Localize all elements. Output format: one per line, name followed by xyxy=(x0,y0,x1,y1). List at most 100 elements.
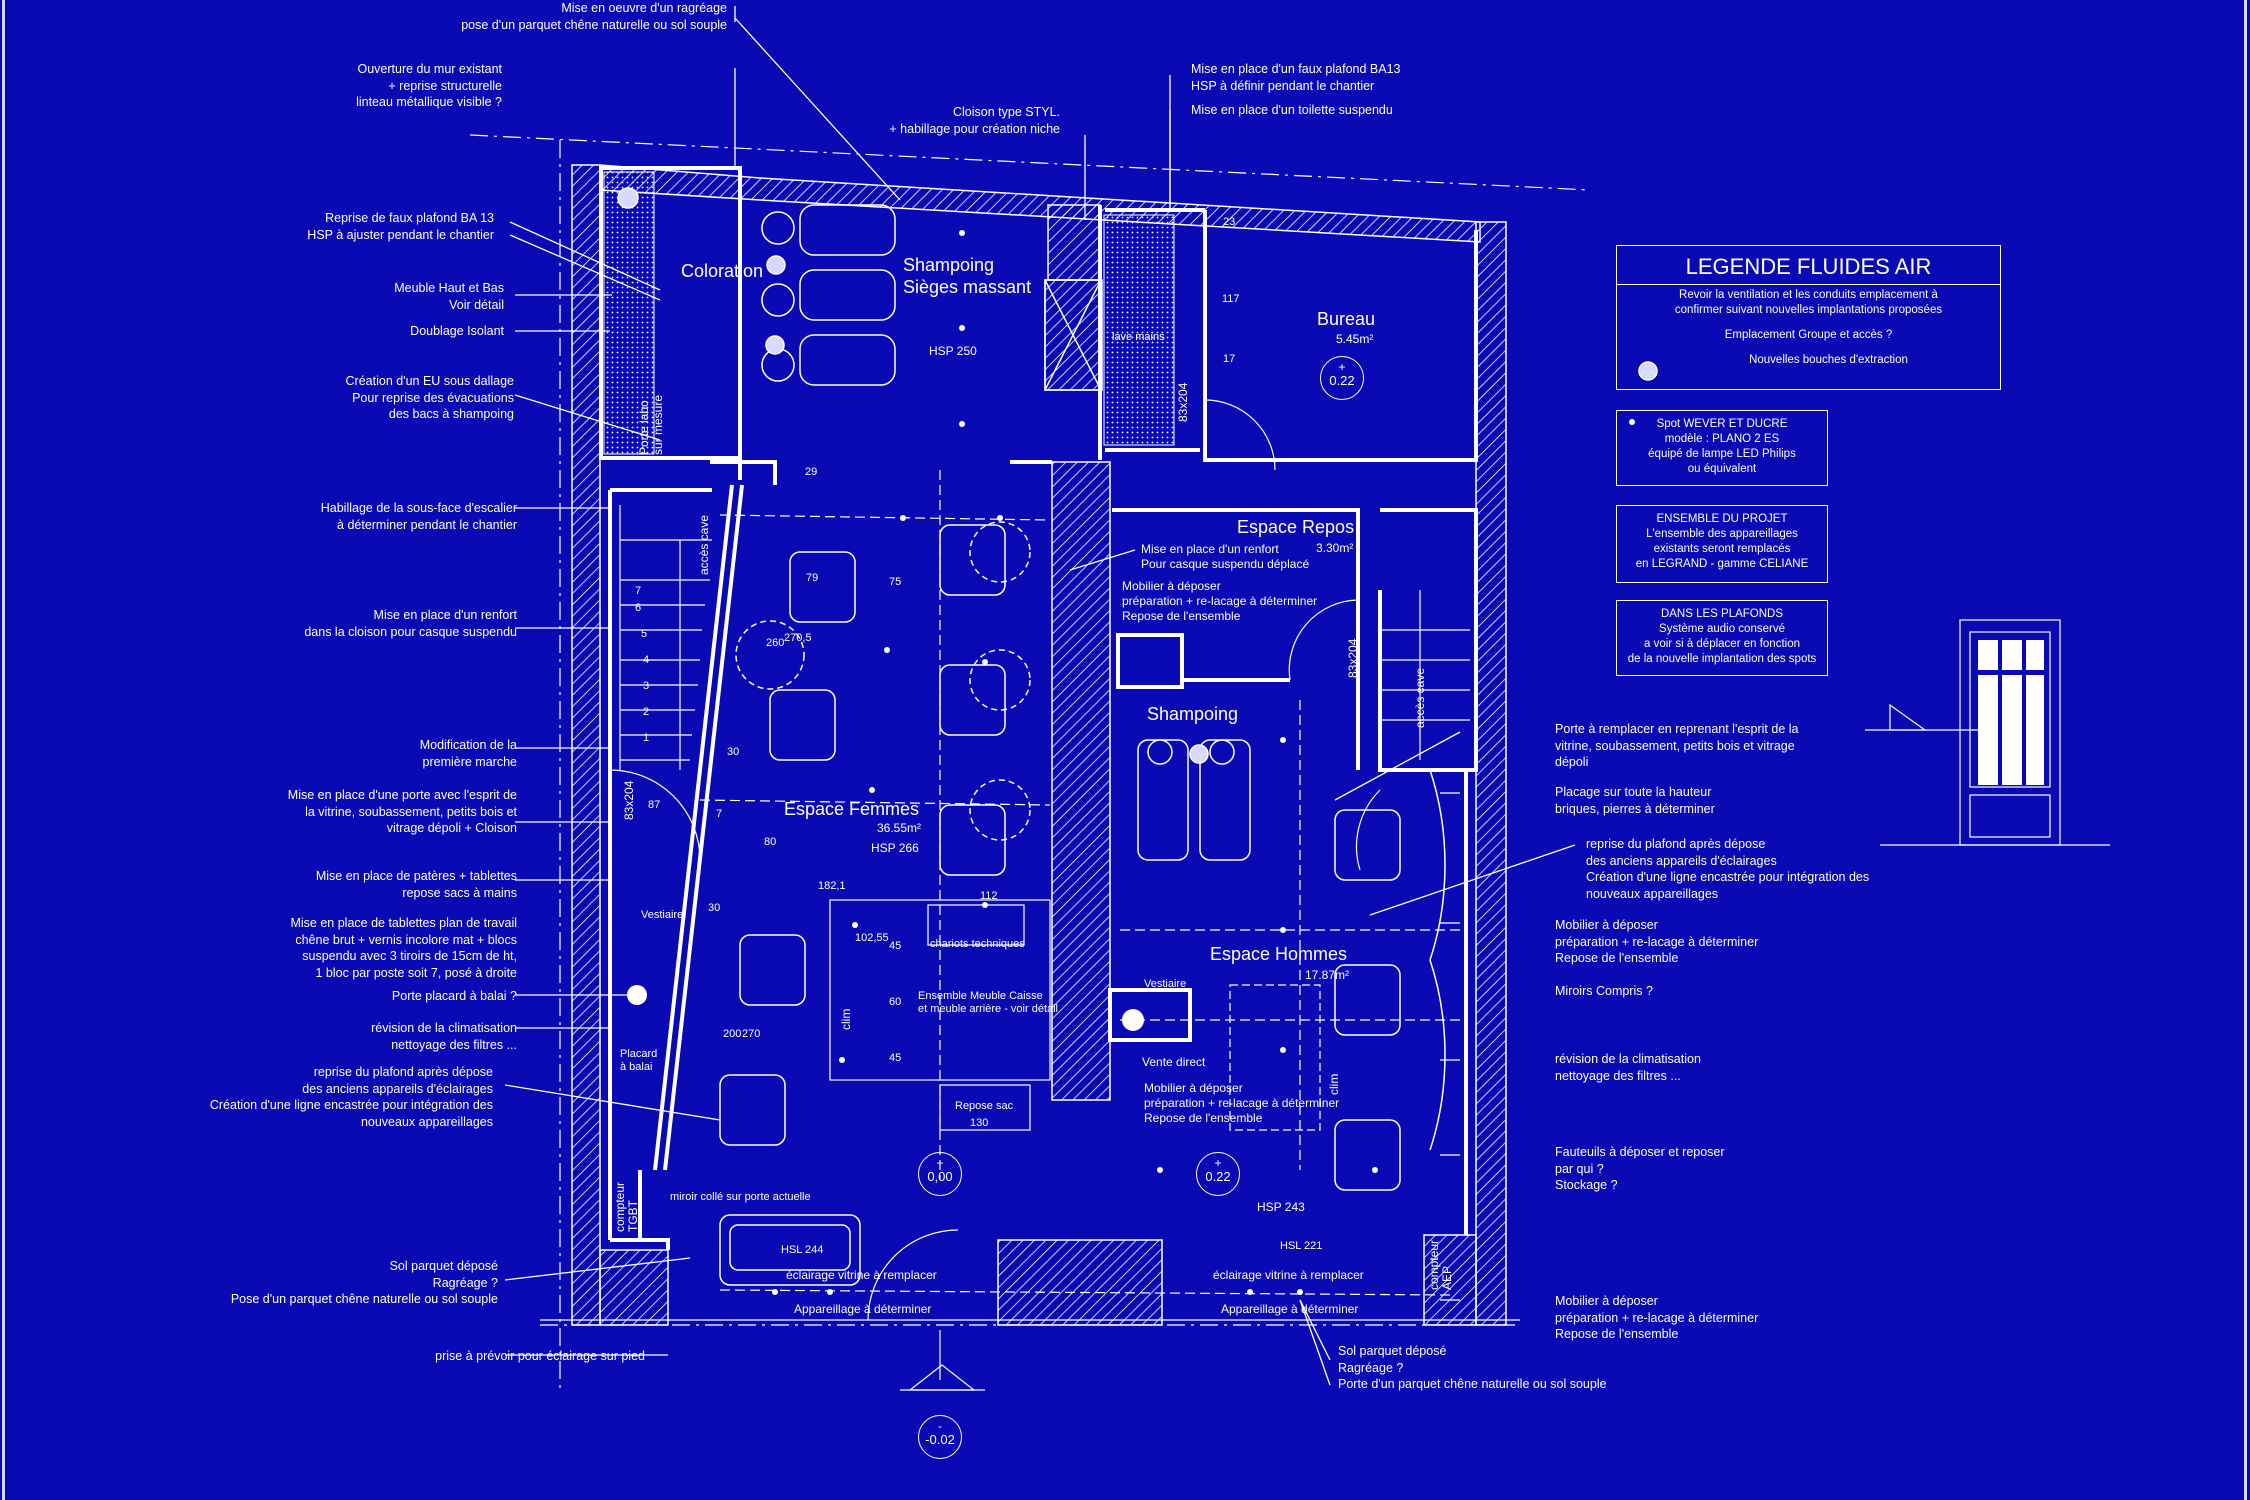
spot-marker xyxy=(1629,419,1635,425)
room-shampoing-sieges: Shampoing Sièges massant xyxy=(903,255,1032,297)
furniture xyxy=(719,204,1446,1286)
stair-step-5: 5 xyxy=(641,628,648,640)
level-bubble-hommes: +0.22 xyxy=(1196,1152,1240,1196)
annotation-toilette: Mise en place d'un toilette suspendu xyxy=(1191,103,1393,117)
label-compteur-tgbt: compteur TGBT xyxy=(613,1181,640,1232)
dimension-79: 79 xyxy=(806,572,819,584)
label-eclairage-gauche: éclairage vitrine à remplacer xyxy=(786,1268,937,1282)
annotation-mobilier: Mobilier à déposer préparation + re-laca… xyxy=(1555,918,1759,965)
interior-walls xyxy=(599,166,1478,1250)
room-espace-hommes: Espace Hommes xyxy=(1210,944,1348,964)
annotation-climatisation: révision de la climatisation nettoyage d… xyxy=(371,1021,517,1052)
annotation-eu: Création d'un EU sous dallage Pour repri… xyxy=(345,374,514,421)
level-bubble-bureau: +0.22 xyxy=(1320,356,1364,400)
annotation-prise: prise à prévoir pour éclairage sur pied xyxy=(435,1349,645,1363)
vestiaire-h-light xyxy=(1122,1009,1144,1031)
dimension-200: 200 xyxy=(723,1028,742,1040)
dimension-182-1: 182,1 xyxy=(818,880,846,892)
legend-line-groupe: Emplacement Groupe et accès ? xyxy=(1724,329,1893,341)
left-frame-line xyxy=(2,0,5,1500)
label-meuble-caisse: Ensemble Meuble Caisse et meuble arrière… xyxy=(918,990,1059,1015)
vestiaire-f-light xyxy=(627,985,647,1005)
annotation-faux-plafond-ba13: Mise en place d'un faux plafond BA13 HSP… xyxy=(1191,62,1401,93)
repos-area: 3.30m² xyxy=(1316,541,1354,555)
annotation-renfort: Mise en place d'un renfort dans la clois… xyxy=(304,608,517,639)
label-lave-mains: lave mains xyxy=(1112,331,1165,343)
stair-step-6: 6 xyxy=(635,602,642,614)
annotation-doublage: Doublage Isolant xyxy=(410,324,504,338)
label-clim-hommes: clim xyxy=(1327,1073,1341,1095)
annotation-porte-vitrine: Mise en place d'une porte avec l'esprit … xyxy=(287,788,517,835)
label-vestiaire-femmes: Vestiaire xyxy=(641,909,684,921)
dimension-7: 7 xyxy=(716,808,723,820)
legend-line-extraction: Nouvelles bouches d'extraction xyxy=(1749,354,1908,366)
annotation-cloison-styl: Cloison type STYL. + habillage pour créa… xyxy=(889,105,1060,136)
dimension-30-a: 30 xyxy=(727,746,740,758)
level-bubble-street: --0.02 xyxy=(918,1415,962,1459)
dimension-30-b: 30 xyxy=(708,902,721,914)
dimension-260: 260 xyxy=(766,637,785,649)
annotation-sol-parquet: Sol parquet déposé Ragréage ? Pose d'un … xyxy=(230,1259,498,1306)
room-espace-repos: Espace Repos xyxy=(1237,517,1355,537)
leader-lines xyxy=(504,6,1576,1386)
level-bubble-femmes: +0,00 xyxy=(918,1152,962,1196)
annotation-mobilier-2: Mobilier à déposer préparation + re-laca… xyxy=(1555,1294,1759,1341)
room-shampoing: Shampoing xyxy=(1147,704,1239,724)
label-hsp-266: HSP 266 xyxy=(871,841,919,855)
annotation-habillage: Habillage de la sous-face d'escalier à d… xyxy=(320,501,517,532)
annotation-marche: Modification de la première marche xyxy=(419,738,517,769)
dimension-130: 130 xyxy=(970,1117,989,1129)
repos-note-mobilier: Mobilier à déposer préparation + re-laca… xyxy=(1122,579,1318,623)
annotation-sol-parquet-droite: Sol parquet déposé Ragréage ? Porte d'un… xyxy=(1338,1344,1607,1391)
label-vente-direct: Vente direct xyxy=(1142,1055,1206,1069)
annotation-placage: Placage sur toute la hauteur briques, pi… xyxy=(1555,785,1715,816)
box-plafonds: DANS LES PLAFONDS Système audio conservé… xyxy=(1616,600,1828,676)
annotation-porte-remplacer: Porte à remplacer en reprenant l'esprit … xyxy=(1555,722,1799,769)
annotation-placard: Porte placard à balai ? xyxy=(391,989,517,1003)
label-porte-labo: Porte labo xyxy=(637,400,651,455)
dimension-87: 87 xyxy=(648,799,661,811)
label-appareillage-gauche: Appareillage à déterminer xyxy=(794,1302,932,1316)
legend-line-ventilation: Revoir la ventilation et les conduits em… xyxy=(1674,289,1943,316)
ensemble-projet-text: ENSEMBLE DU PROJET L'ensemble des appare… xyxy=(1635,513,1809,570)
room-espace-femmes: Espace Femmes xyxy=(784,799,920,819)
annotation-ragreage-top: Mise en oeuvre d'un ragréage pose d'un p… xyxy=(461,1,727,32)
label-repose-sac: Repose sac xyxy=(955,1100,1014,1112)
label-compteur-aep: compteur AEP xyxy=(1427,1239,1454,1290)
thin-lines xyxy=(469,134,2110,1391)
annotation-pateres: Mise en place de patères + tablettes rep… xyxy=(315,869,517,900)
dimension-60: 60 xyxy=(889,996,902,1008)
annotation-plafond: reprise du plafond après dépose des anci… xyxy=(209,1065,493,1129)
annotation-faux-plafond: Reprise de faux plafond BA 13 HSP à ajus… xyxy=(307,211,494,242)
label-hsp-250: HSP 250 xyxy=(929,344,977,358)
dimension-80: 80 xyxy=(764,836,777,848)
elevation-window xyxy=(1978,640,2044,785)
dimension-17: 17 xyxy=(1223,353,1236,365)
annotation-meuble: Meuble Haut et Bas Voir détail xyxy=(394,281,504,312)
stippled-areas xyxy=(603,171,1175,455)
stair-step-1: 1 xyxy=(643,732,650,744)
dimension-270-5: 270,5 xyxy=(784,632,812,644)
annotation-tablettes: Mise en place de tablettes plan de trava… xyxy=(290,916,517,980)
hommes-area: 17.87m² xyxy=(1305,968,1350,982)
label-vestiaire-hommes: Vestiaire xyxy=(1144,978,1187,990)
label-miroir: miroir collé sur porte actuelle xyxy=(670,1191,811,1203)
label-hsl-221: HSL 221 xyxy=(1280,1240,1323,1252)
annotation-fauteuils: Fauteuils à déposer et reposer par qui ?… xyxy=(1555,1145,1725,1192)
hommes-note-mobilier: Mobilier à déposer préparation + re-laca… xyxy=(1144,1081,1340,1125)
label-acces-cave-gauche: accès cave xyxy=(697,514,711,575)
legend-fluides-air: LEGENDE FLUIDES AIR Revoir la ventilatio… xyxy=(1616,245,2001,390)
level-femmes: 0,00 xyxy=(927,1169,953,1184)
label-appareillage-droite: Appareillage à déterminer xyxy=(1221,1302,1359,1316)
bureau-area: 5.45m² xyxy=(1336,332,1374,346)
dimension-23: 23 xyxy=(1223,216,1236,228)
stair-step-2: 2 xyxy=(643,706,650,718)
spot-wever-text: Spot WEVER ET DUCRE modèle : PLANO 2 ES … xyxy=(1648,418,1796,475)
annotation-climatisation-droite: révision de la climatisation nettoyage d… xyxy=(1555,1052,1701,1083)
label-door-83x204-stair: 83x204 xyxy=(622,780,636,820)
label-acces-cave-droite: accès cave xyxy=(1413,667,1427,728)
annotation-ouverture-mur: Ouverture du mur existant + reprise stru… xyxy=(356,62,502,109)
dimension-102-55: 102,55 xyxy=(855,932,889,944)
label-sur-mesure: sur mesure xyxy=(651,394,665,455)
label-door-83x204-wc: 83x204 xyxy=(1176,382,1190,422)
